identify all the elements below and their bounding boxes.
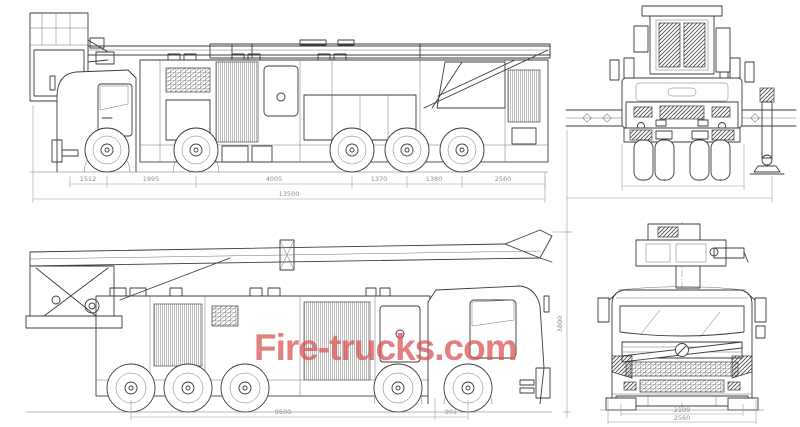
dim-label: 1512 <box>80 175 97 183</box>
wheels-top-view <box>84 127 485 173</box>
rear-view-drawing <box>565 5 797 202</box>
dim-label-height: 3800 <box>556 316 564 333</box>
dim-label: 1380 <box>426 175 443 183</box>
dim-label: 2560 <box>495 175 512 183</box>
dim-label-front: 901 <box>445 408 457 416</box>
dim-label-outer: 2560 <box>674 414 691 422</box>
wheels-bottom-view <box>106 363 493 413</box>
dim-label-inner: 2109 <box>674 406 691 414</box>
watermark-text: Fire-trucks.com <box>254 327 518 368</box>
dims-front: 2109 2560 <box>607 400 757 424</box>
side-view-top-drawing: 1512 1995 4005 1370 1380 2560 13500 <box>29 12 551 203</box>
dims-side-bottom: 9500 901 3800 <box>130 130 572 420</box>
side-view-bottom-drawing: 9500 901 3800 <box>25 130 572 420</box>
dim-label-total: 13500 <box>279 190 300 198</box>
dim-label: 1995 <box>143 175 160 183</box>
dim-label: 1370 <box>371 175 388 183</box>
dim-label-length: 9500 <box>275 408 292 416</box>
dim-label: 4005 <box>266 175 283 183</box>
front-view-drawing: 2109 2560 <box>597 222 767 424</box>
dims-side-top: 1512 1995 4005 1370 1380 2560 13500 <box>32 105 546 203</box>
